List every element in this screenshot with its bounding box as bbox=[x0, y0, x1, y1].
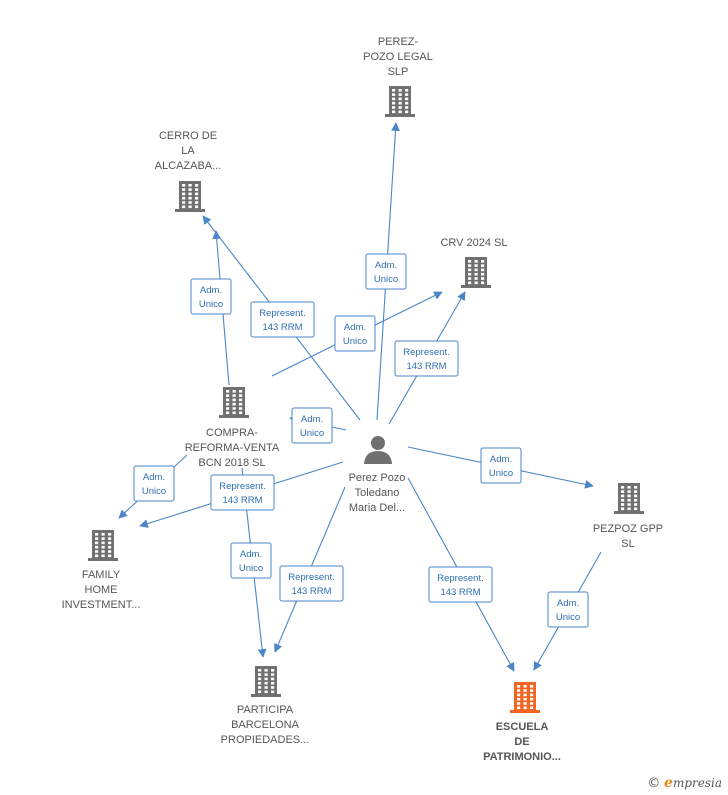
edge-label-text: 143 RRM bbox=[291, 586, 331, 597]
edge-label[interactable]: Represent. 143 RRM bbox=[428, 566, 493, 603]
edge-label-text: Adm. bbox=[301, 414, 323, 425]
node-label: Maria Del... bbox=[349, 502, 405, 514]
building-icon bbox=[219, 387, 249, 418]
edge-label-text: 143 RRM bbox=[406, 361, 446, 372]
edge-label-text: Unico bbox=[343, 336, 367, 347]
edge-label-text: Unico bbox=[556, 612, 580, 623]
node-family-home[interactable]: FAMILY HOME INVESTMENT... bbox=[62, 530, 141, 611]
copyright-brand: © empresia bbox=[647, 775, 722, 791]
edge-label-text: Represent. bbox=[288, 572, 334, 583]
edge-label[interactable]: Adm. Unico bbox=[291, 407, 333, 444]
edge-label-box bbox=[250, 301, 315, 338]
node-label: PEREZ- bbox=[378, 36, 419, 48]
node-label: CERRO DE bbox=[159, 130, 217, 142]
edge-label-box bbox=[394, 340, 459, 377]
node-label: Toledano bbox=[355, 487, 400, 499]
person-icon bbox=[364, 436, 392, 464]
node-participa[interactable]: PARTICIPA BARCELONA PROPIEDADES... bbox=[221, 666, 310, 746]
edge-label-text: Unico bbox=[239, 563, 263, 574]
node-label: ESCUELA bbox=[496, 721, 549, 733]
node-label: REFORMA-VENTA bbox=[185, 442, 280, 454]
node-cerro-alcazaba[interactable]: CERRO DE LA ALCAZABA... bbox=[155, 130, 222, 212]
node-compra-reforma[interactable]: COMPRA- REFORMA-VENTA BCN 2018 SL bbox=[185, 387, 280, 469]
node-label: INVESTMENT... bbox=[62, 599, 141, 611]
edge-label-box bbox=[334, 315, 376, 352]
edge-label[interactable]: Adm. Unico bbox=[547, 591, 589, 628]
edge-label-text: Adm. bbox=[490, 454, 512, 465]
node-label: HOME bbox=[85, 584, 118, 596]
edge-label-text: Adm. bbox=[240, 549, 262, 560]
edge-label[interactable]: Adm. Unico bbox=[365, 253, 407, 290]
edge-label[interactable]: Adm. Unico bbox=[480, 447, 522, 484]
edge-label-box bbox=[365, 253, 407, 290]
node-label: PATRIMONIO... bbox=[483, 751, 561, 763]
node-label: SLP bbox=[388, 66, 409, 78]
edge-label[interactable]: Represent. 143 RRM bbox=[250, 301, 315, 338]
edge-label-text: Unico bbox=[374, 274, 398, 285]
edge-label-box bbox=[230, 542, 272, 579]
node-label: COMPRA- bbox=[206, 427, 258, 439]
node-label: LA bbox=[181, 145, 195, 157]
building-icon bbox=[251, 666, 281, 697]
node-label: CRV 2024 SL bbox=[440, 237, 507, 249]
edge-label-box bbox=[291, 407, 333, 444]
edge-label-box bbox=[428, 566, 493, 603]
node-label: PEZPOZ GPP bbox=[593, 523, 663, 535]
edge-label-text: Adm. bbox=[557, 598, 579, 609]
edge-label-text: Represent. bbox=[437, 573, 483, 584]
edge-label-text: Adm. bbox=[375, 260, 397, 271]
edge-label[interactable]: Represent. 143 RRM bbox=[210, 474, 275, 511]
edge-label[interactable]: Represent. 143 RRM bbox=[394, 340, 459, 377]
edge-label-text: Represent. bbox=[403, 347, 449, 358]
node-label: SL bbox=[621, 538, 634, 550]
building-icon bbox=[510, 682, 540, 713]
edge-label-text: Adm. bbox=[344, 322, 366, 333]
edge-label[interactable]: Adm. Unico bbox=[133, 465, 175, 502]
building-icon bbox=[385, 86, 415, 117]
node-label: FAMILY bbox=[82, 569, 121, 581]
edge-label-text: Unico bbox=[142, 486, 166, 497]
node-label: ALCAZABA... bbox=[155, 160, 222, 172]
brand-initial: e bbox=[664, 775, 673, 791]
edge-label[interactable]: Adm. Unico bbox=[230, 542, 272, 579]
edge-label-box bbox=[480, 447, 522, 484]
building-icon bbox=[175, 181, 205, 212]
edge-label-text: Adm. bbox=[143, 472, 165, 483]
edge-label-box bbox=[190, 278, 232, 315]
edge-label-text: 143 RRM bbox=[262, 322, 302, 333]
edge-label-text: 143 RRM bbox=[440, 587, 480, 598]
edge-label-box bbox=[547, 591, 589, 628]
edge-label-text: Unico bbox=[300, 428, 324, 439]
node-label: BCN 2018 SL bbox=[198, 457, 265, 469]
node-crv-2024[interactable]: CRV 2024 SL bbox=[440, 237, 508, 288]
edge-label[interactable]: Adm. Unico bbox=[190, 278, 232, 315]
edge-label-text: Unico bbox=[199, 299, 223, 310]
node-label: PROPIEDADES... bbox=[221, 734, 310, 746]
node-label: BARCELONA bbox=[231, 719, 300, 731]
node-label: DE bbox=[514, 736, 529, 748]
edge-label-text: Represent. bbox=[219, 481, 265, 492]
edge-label[interactable]: Adm. Unico bbox=[334, 315, 376, 352]
brand-name: mpresia bbox=[672, 776, 722, 790]
edge-label-text: 143 RRM bbox=[222, 495, 262, 506]
edge-label-box bbox=[210, 474, 275, 511]
building-icon bbox=[461, 257, 491, 288]
copyright-icon: © bbox=[647, 776, 661, 791]
edge-label-box bbox=[279, 565, 344, 602]
edge-label-text: Adm. bbox=[200, 285, 222, 296]
building-icon bbox=[614, 483, 644, 514]
node-escuela[interactable]: ESCUELA DE PATRIMONIO... bbox=[483, 682, 561, 763]
building-icon bbox=[88, 530, 118, 561]
edge-label[interactable]: Represent. 143 RRM bbox=[279, 565, 344, 602]
node-label: Perez Pozo bbox=[349, 472, 406, 484]
edge-label-text: Unico bbox=[489, 468, 513, 479]
node-label: PARTICIPA bbox=[237, 704, 294, 716]
edge-label-box bbox=[133, 465, 175, 502]
node-label: POZO LEGAL bbox=[363, 51, 433, 63]
node-pezpoz[interactable]: PEZPOZ GPP SL bbox=[593, 483, 663, 550]
node-perez-pozo-legal[interactable]: PEREZ- POZO LEGAL SLP bbox=[363, 36, 433, 117]
edge-label-text: Represent. bbox=[259, 308, 305, 319]
